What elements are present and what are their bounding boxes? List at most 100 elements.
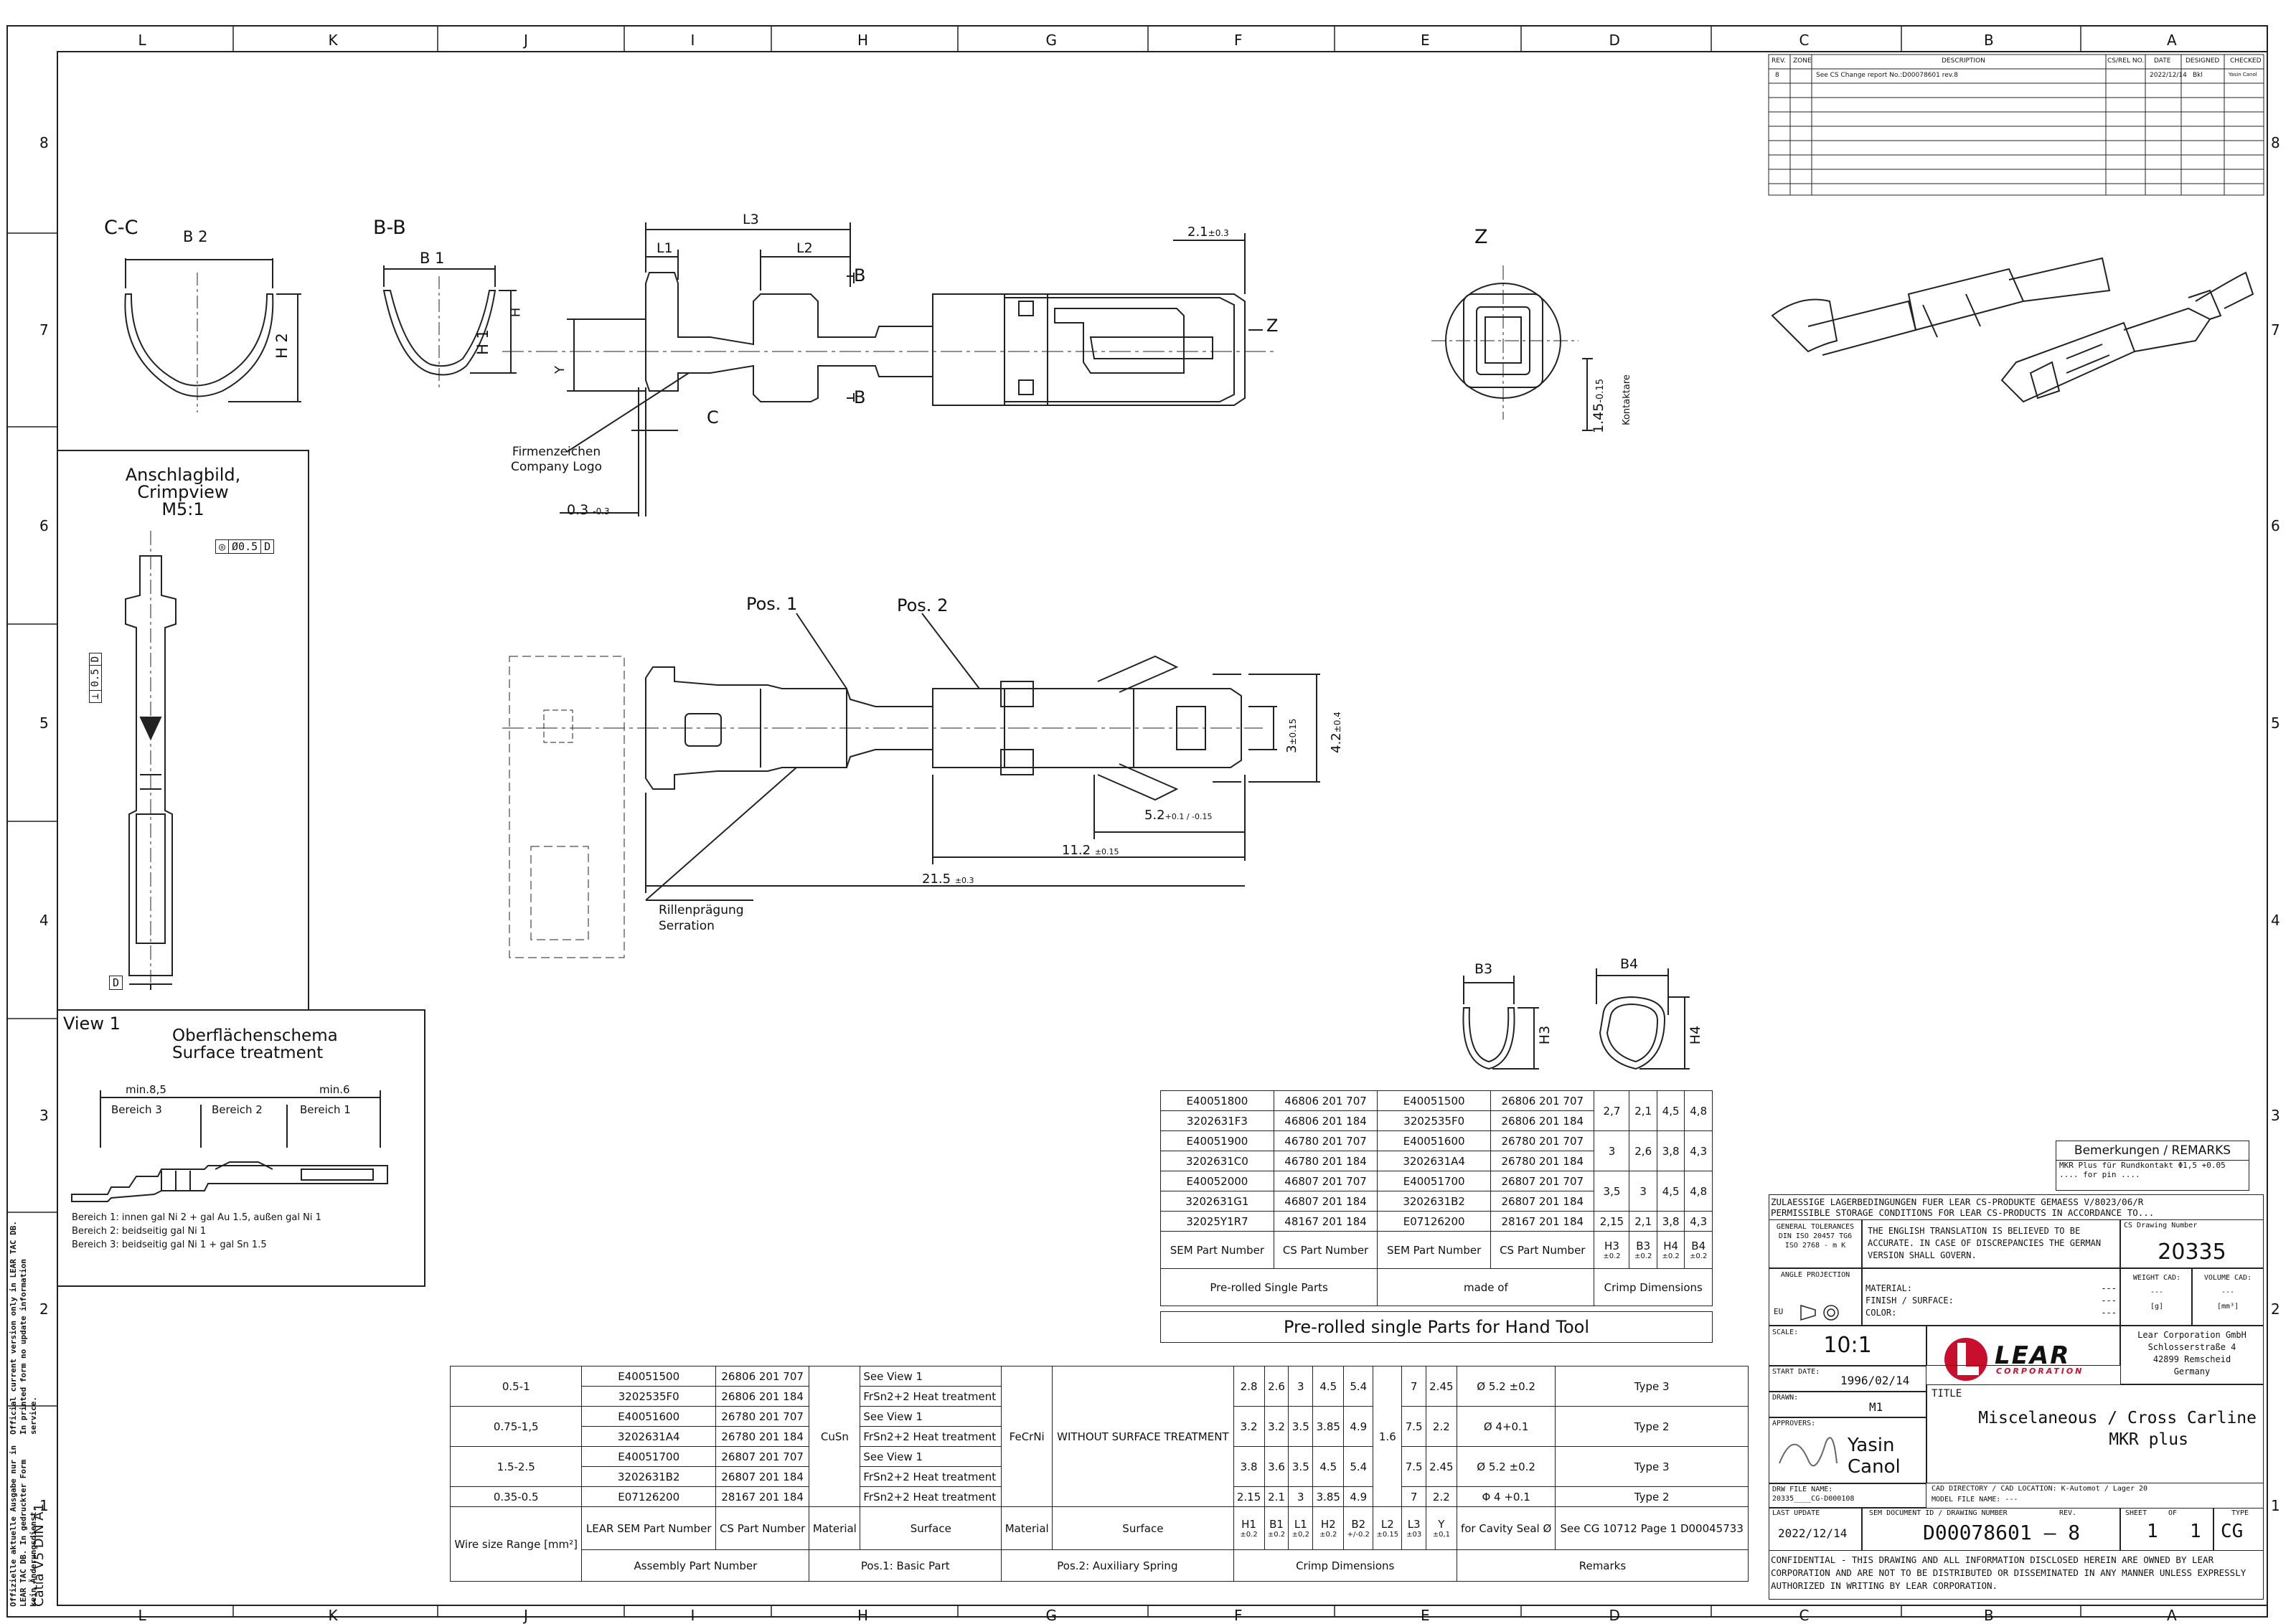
crimp-dim-cell: 7 <box>1401 1366 1426 1407</box>
preroll-cell: 26807 201 707 <box>1490 1171 1595 1191</box>
surface2-cell: WITHOUT SURFACE TREATMENT <box>1052 1366 1234 1507</box>
start-date: 1996/02/14 <box>1840 1374 1910 1387</box>
cs-part-cell: 26806 201 707 <box>715 1366 810 1387</box>
tb-weight-cell <box>2120 1268 2192 1326</box>
dim-tol: +/-0.2 <box>1347 1531 1370 1539</box>
zone-col-label: G <box>1045 1607 1058 1624</box>
preroll-cell: 28167 201 184 <box>1490 1211 1595 1232</box>
preroll-cell: 3202631A4 <box>1377 1151 1492 1171</box>
pos1-label: Pos. 1 <box>746 594 798 614</box>
angle-projection: ANGLE PROJECTION <box>1780 1271 1850 1279</box>
hdr-cs: CS Part Number <box>715 1506 810 1550</box>
dim-tol: ±0.2 <box>1634 1252 1652 1260</box>
cs-part-cell: 26780 201 184 <box>715 1426 810 1447</box>
approver-signature <box>1779 1437 1838 1467</box>
hdr-dim: B1±0.2 <box>1264 1506 1289 1550</box>
dim-h2: H 2 <box>273 333 291 359</box>
preroll-footer: made of <box>1377 1268 1595 1306</box>
zone-row-label: 6 <box>2271 516 2280 534</box>
preroll-cell: 26806 201 707 <box>1490 1090 1595 1111</box>
crimpview-box <box>57 450 309 1011</box>
dim-tol: ±0.15 <box>1376 1531 1399 1539</box>
volume-cad: VOLUME CAD: --- [mm³] <box>2203 1274 2252 1311</box>
preroll-cell: 46780 201 707 <box>1273 1130 1378 1151</box>
preroll-dim-cell: 4,8 <box>1684 1171 1713 1212</box>
zone-col-label: K <box>328 32 338 49</box>
view-arrow-z: Z <box>1266 316 1279 336</box>
crimp-dim-cell: 2.45 <box>1425 1446 1457 1487</box>
section-mark-c: C <box>707 407 719 428</box>
general-tolerances: GENERAL TOLERANCES DIN ISO 20457 TG6 ISO… <box>1776 1223 1855 1250</box>
dim-h3: H3 <box>1537 1025 1553 1045</box>
dim-l2: L2 <box>796 240 813 256</box>
view1-box <box>57 1009 425 1287</box>
crimp-dim-cell: 2.1 <box>1264 1486 1289 1507</box>
dim-name: H1 <box>1241 1518 1256 1531</box>
tb-drwfile-cell <box>1769 1483 1926 1508</box>
iso-view-contact-open <box>1771 257 2111 356</box>
preroll-dim-header: H3±0.2 <box>1594 1231 1630 1269</box>
crimp-dim-cell: 2.2 <box>1425 1406 1457 1447</box>
hdr-dim: L3±03 <box>1401 1506 1426 1550</box>
crimpview-title: Anschlagbild, Crimpview M5:1 <box>125 465 241 519</box>
table-header-row: Wire size Range [mm²]LEAR SEM Part Numbe… <box>449 1506 1749 1582</box>
cs-drawing-label: CS Drawing Number <box>2124 1222 2198 1229</box>
bereich2-label: Bereich 2 <box>212 1103 263 1116</box>
dim-b1: B 1 <box>420 250 445 267</box>
hdr-surface2: Surface <box>1052 1506 1234 1550</box>
zone-row-label: 2 <box>2271 1300 2280 1318</box>
tb-doc-cell <box>1862 1508 2120 1551</box>
crimp-dim-cell: 5.4 <box>1343 1366 1374 1407</box>
approver-name: Yasin Canol <box>1848 1435 1901 1478</box>
crimp-dim-cell: 4.9 <box>1343 1486 1374 1507</box>
preroll-dim-header: B4±0.2 <box>1684 1231 1713 1269</box>
zone-col-label: G <box>1045 32 1058 49</box>
pos2-label: Pos. 2 <box>897 595 949 615</box>
hdr-material2: Material <box>1001 1506 1053 1550</box>
zone-col-label: J <box>524 1607 528 1624</box>
semdoc-label: SEM DOCUMENT ID / DRAWING NUMBER <box>1869 1509 2008 1517</box>
tb-approvers-cell <box>1769 1417 1926 1483</box>
approvers-label: APPROVERS: <box>1772 1420 1816 1427</box>
zone-col-label: E <box>1421 1607 1430 1624</box>
cs-drawing-number: 20335 <box>2158 1240 2226 1265</box>
dim-215: 21.5 ±0.3 <box>922 872 974 887</box>
crimp-dim-cell: Ø 5.2 ±0.2 <box>1456 1446 1556 1487</box>
hdr-dim: L1±0,2 <box>1288 1506 1314 1550</box>
preroll-cell: 26780 201 707 <box>1490 1130 1595 1151</box>
bereich3-label: Bereich 3 <box>111 1103 162 1116</box>
iso-view-contact-crimped <box>2000 271 2254 403</box>
preroll-header: SEM Part Number <box>1377 1231 1492 1269</box>
remarks-box: Bemerkungen / REMARKS MKR Plus für Rundk… <box>2056 1141 2249 1191</box>
surface-cell: FrSn2+2 Heat treatment <box>860 1426 1002 1447</box>
preroll-header: CS Part Number <box>1273 1231 1378 1269</box>
dim-h4: H4 <box>1688 1025 1704 1045</box>
tb-gen-tol-cell <box>1769 1219 1862 1268</box>
lear-logo-text: LEAR <box>1995 1341 2071 1370</box>
crimp-dim-cell: 2.6 <box>1264 1366 1289 1407</box>
material2-cell: FeCrNi <box>1001 1366 1053 1507</box>
scale-label: SCALE: <box>1772 1328 1799 1336</box>
crimp-dim-cell: 7 <box>1401 1486 1426 1507</box>
surface-cell: See View 1 <box>860 1406 1002 1427</box>
preroll-dim-cell: 3,8 <box>1656 1130 1685 1171</box>
dim-tol: ±0.2 <box>1240 1531 1258 1539</box>
crimp-dim-cell: Type 3 <box>1555 1446 1749 1487</box>
crimp-dim-cell: 3 <box>1288 1486 1314 1507</box>
sheet-number: 1 <box>2147 1521 2158 1542</box>
dim-name: L2 <box>1380 1518 1394 1531</box>
foot-crimp: Crimp Dimensions <box>1233 1549 1457 1582</box>
preroll-dim-cell: 2,7 <box>1594 1090 1630 1131</box>
preroll-caption: Pre-rolled single Parts for Hand Tool <box>1160 1311 1713 1343</box>
start-label: START DATE: <box>1772 1368 1820 1376</box>
